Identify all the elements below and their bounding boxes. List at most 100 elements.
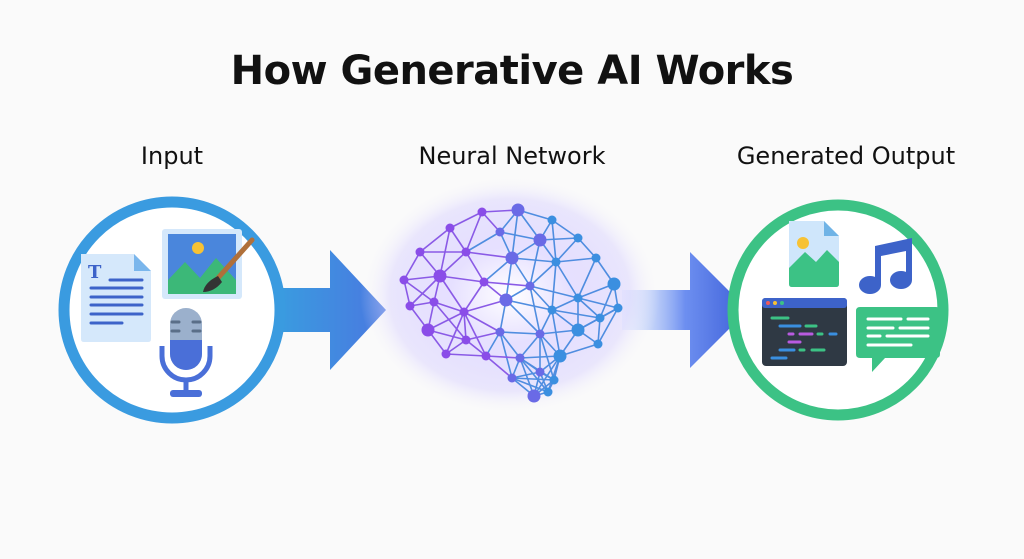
chat-bubble-icon	[856, 307, 940, 372]
code-window-icon	[762, 298, 847, 366]
network-node	[573, 293, 583, 303]
neural-network-label: Neural Network	[418, 142, 606, 170]
network-edge	[555, 237, 579, 263]
network-node	[607, 277, 621, 291]
network-node	[495, 227, 505, 237]
network-edge	[433, 301, 465, 313]
network-edge	[403, 251, 421, 281]
network-edge	[519, 333, 541, 359]
network-node	[533, 233, 547, 247]
network-edge	[519, 357, 535, 397]
network-edge	[529, 285, 553, 311]
network-edge	[465, 211, 483, 253]
network-node	[505, 251, 519, 265]
network-edge	[463, 311, 467, 341]
network-node	[405, 301, 415, 311]
network-edge	[433, 301, 467, 341]
generated-output-label: Generated Output	[736, 142, 956, 170]
network-edge	[577, 297, 601, 319]
network-node	[461, 247, 471, 257]
neural-network-brain-icon	[360, 175, 660, 415]
network-edge	[529, 261, 557, 287]
network-edge	[465, 231, 501, 253]
network-edge	[519, 355, 561, 359]
network-edge	[551, 219, 579, 239]
network-node	[421, 323, 435, 337]
network-node	[441, 349, 451, 359]
network-node	[433, 269, 447, 283]
network-node	[613, 303, 623, 313]
network-edge	[511, 377, 555, 381]
network-edge	[511, 209, 519, 259]
image-file-icon	[789, 221, 839, 287]
network-edge	[463, 299, 507, 313]
network-node	[573, 233, 583, 243]
network-edge	[403, 279, 435, 303]
network-node	[547, 215, 557, 225]
network-edge	[485, 355, 521, 359]
network-node	[551, 257, 561, 267]
network-edge	[551, 297, 579, 311]
network-node	[591, 253, 601, 263]
music-note-icon	[859, 238, 912, 294]
arrow-input-to-network	[280, 250, 386, 370]
network-edge	[499, 331, 541, 335]
network-node	[511, 203, 525, 217]
network-edge	[559, 343, 599, 357]
network-node	[499, 293, 513, 307]
network-edge	[577, 257, 597, 299]
network-node	[535, 329, 545, 339]
network-edge	[499, 331, 513, 379]
network-edge	[519, 357, 549, 393]
network-edge	[485, 331, 501, 357]
network-edge	[427, 311, 465, 331]
network-node	[495, 327, 505, 337]
network-edge	[445, 353, 487, 357]
network-edge	[439, 275, 465, 313]
microphone-icon	[159, 308, 213, 397]
network-edge	[577, 297, 619, 309]
network-edge	[529, 285, 579, 299]
network-edge	[551, 219, 557, 263]
diagram-title: How Generative AI Works	[230, 48, 794, 94]
network-edge	[409, 275, 441, 307]
network-edge	[555, 261, 579, 299]
network-edge	[529, 285, 541, 335]
network-edge	[465, 251, 513, 259]
network-edge	[463, 311, 487, 357]
network-edge	[445, 311, 465, 355]
text-document-icon: T	[81, 254, 151, 342]
network-node	[415, 247, 425, 257]
network-edge	[449, 227, 467, 253]
network-nodes	[399, 203, 623, 403]
image-with-paintbrush-icon	[162, 229, 255, 299]
network-node	[429, 297, 439, 307]
network-node	[445, 223, 455, 233]
network-edge	[449, 211, 483, 229]
network-node	[571, 323, 585, 337]
network-edge	[505, 257, 513, 301]
network-node	[547, 305, 557, 315]
network-node	[543, 387, 553, 397]
network-edge	[439, 275, 485, 283]
network-edge	[463, 311, 501, 333]
input-label: Input	[140, 142, 204, 170]
arrow-network-to-output	[622, 252, 748, 368]
network-edge	[529, 239, 541, 287]
network-node	[461, 335, 471, 345]
network-edge	[465, 331, 501, 341]
network-node	[525, 281, 535, 291]
network-node	[459, 307, 469, 317]
network-edge	[511, 371, 541, 379]
network-node	[479, 277, 489, 287]
network-node	[595, 313, 605, 323]
network-edge	[499, 331, 521, 359]
network-node	[549, 375, 559, 385]
network-edge	[463, 281, 485, 313]
network-node	[593, 339, 603, 349]
network-node	[477, 207, 487, 217]
network-edge	[485, 355, 513, 379]
network-node	[527, 389, 541, 403]
network-node	[515, 353, 525, 363]
